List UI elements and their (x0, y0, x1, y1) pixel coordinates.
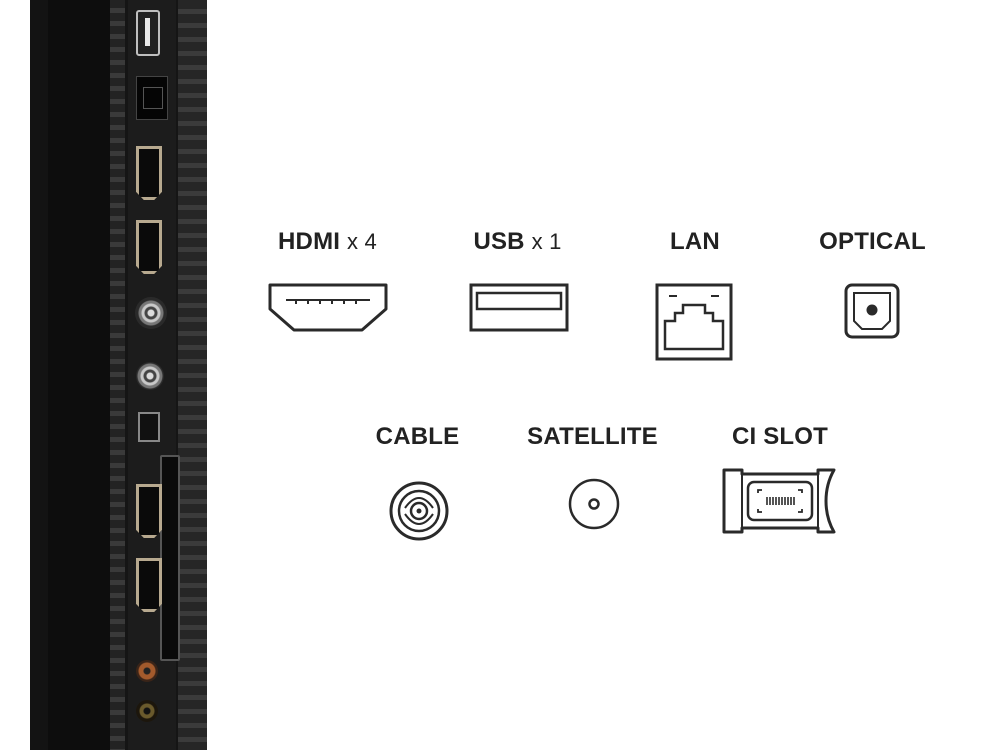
usb-label: USB x 1 (473, 228, 562, 255)
tv-edge (30, 0, 48, 750)
lan-label: LAN (670, 228, 720, 255)
ci-slot-item: CI SLOT (715, 423, 845, 451)
headphone-port (136, 700, 158, 722)
satellite-port (136, 362, 164, 390)
lan-icon (655, 283, 733, 361)
lan-item: LAN (650, 228, 740, 256)
satellite-icon (568, 478, 620, 530)
usb-port (136, 10, 160, 56)
cable-port (135, 297, 167, 329)
tv-body (48, 0, 110, 750)
satellite-item: SATELLITE (515, 423, 670, 451)
hdmi-port (136, 484, 162, 538)
usb-icon (469, 283, 569, 332)
optical-icon (844, 283, 900, 339)
optical-port (138, 412, 160, 442)
coax-icon (389, 481, 449, 541)
hdmi-port (136, 558, 162, 612)
hdmi-label: HDMI x 4 (278, 228, 377, 255)
optical-item: OPTICAL (805, 228, 940, 256)
optical-label: OPTICAL (819, 228, 926, 255)
vent-grille-right (178, 0, 207, 750)
ci-slot-label: CI SLOT (731, 423, 829, 450)
hdmi-port (136, 146, 162, 200)
ci-slot-port (160, 455, 180, 661)
audio-out-port (136, 660, 158, 682)
lan-port (136, 76, 168, 120)
hdmi-item: HDMI x 4 (255, 228, 400, 256)
ci-slot-icon (722, 468, 836, 534)
usb-item: USB x 1 (455, 228, 580, 256)
satellite-label: SATELLITE (527, 423, 658, 450)
cable-label: CABLE (375, 423, 460, 450)
tv-back-panel (0, 0, 207, 750)
hdmi-port (136, 220, 162, 274)
hdmi-icon (268, 283, 388, 332)
cable-item: CABLE (360, 423, 475, 451)
